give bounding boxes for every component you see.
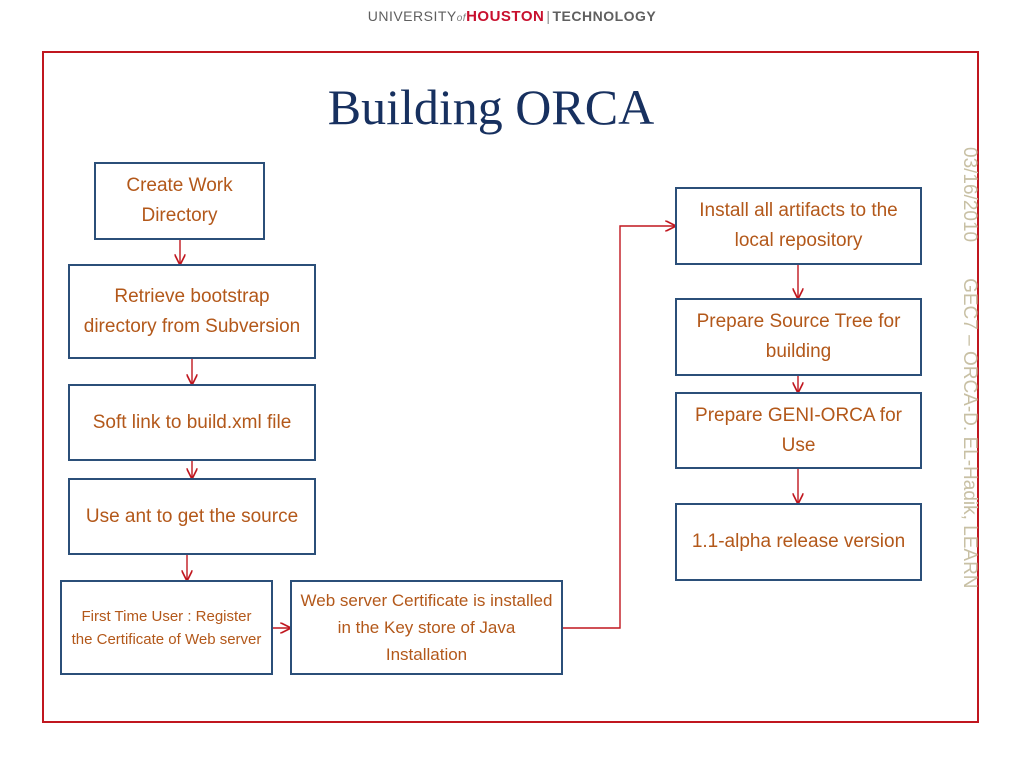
step-web-server-certificate: Web server Certificate is installed in t… (290, 580, 563, 675)
arrow-webcert-to-install (563, 226, 675, 629)
university-logo: UNIVERSITYofHOUSTON|TECHNOLOGY (0, 8, 1024, 28)
step-release-version: 1.1-alpha release version (675, 503, 922, 581)
logo-houston-text: HOUSTON (466, 8, 545, 25)
slide-title: Building ORCA (327, 79, 655, 135)
step-retrieve-bootstrap: Retrieve bootstrap directory from Subver… (68, 264, 316, 359)
step-install-artifacts: Install all artifacts to the local repos… (675, 187, 922, 265)
slide-frame (42, 51, 979, 723)
step-create-work-directory: Create Work Directory (94, 162, 265, 240)
step-use-ant: Use ant to get the source (68, 478, 316, 555)
logo-separator: | (546, 8, 551, 24)
step-prepare-geni-orca: Prepare GENI-ORCA for Use (675, 392, 922, 469)
step-soft-link: Soft link to build.xml file (68, 384, 316, 461)
step-first-time-user: First Time User : Register the Certifica… (60, 580, 273, 675)
step-prepare-source-tree: Prepare Source Tree for building (675, 298, 922, 376)
logo-technology-text: TECHNOLOGY (552, 8, 657, 24)
logo-university-text: UNIVERSITY (367, 8, 457, 24)
logo-of-text: of (456, 13, 467, 24)
